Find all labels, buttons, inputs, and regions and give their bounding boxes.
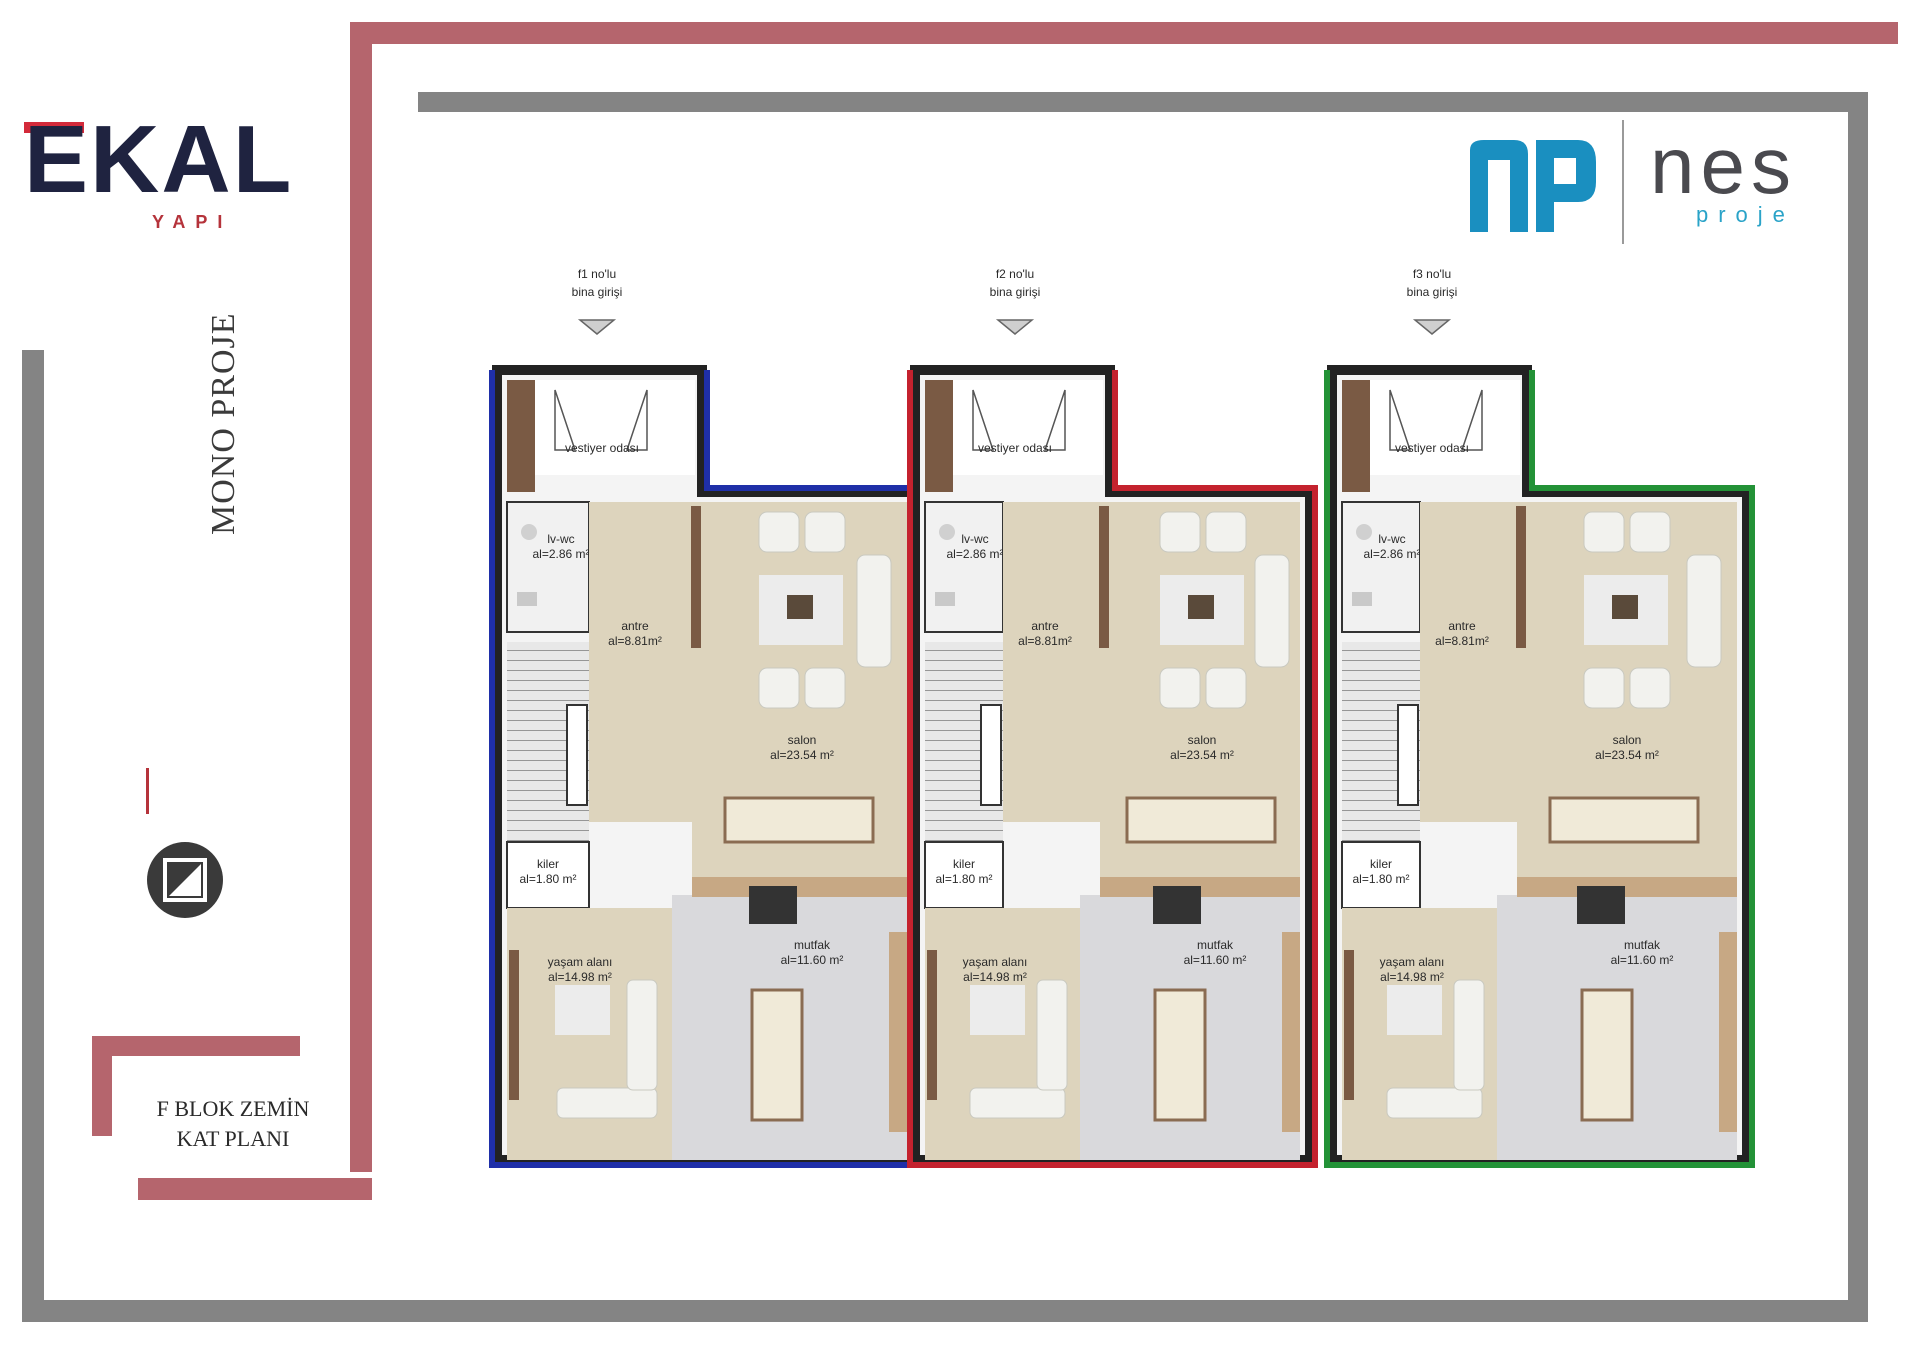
unit-outline-f2: [907, 370, 1318, 1168]
ekal-logo-word: EKAL: [24, 106, 294, 213]
np-mark-icon: [1470, 140, 1596, 232]
room-yasam-area: al=14.98 m²: [548, 970, 612, 984]
room-vestiyer-f2: vestiyer odası: [978, 441, 1052, 455]
room-mutfak-area: al=11.60 m²: [781, 953, 844, 967]
room-lv-wc-area-f3: al=2.86 m²: [1363, 547, 1420, 561]
room-mutfak: mutfak: [794, 938, 831, 952]
entrance-arrow-f3: [1412, 319, 1452, 335]
ekal-logo-stripe: [24, 122, 84, 133]
room-lv-wc: lv-wc: [547, 532, 574, 546]
room-antre-area-f2: al=8.81m²: [1018, 634, 1072, 648]
room-salon-area: al=23.54 m²: [770, 748, 834, 762]
room-vestiyer: vestiyer odası: [565, 441, 639, 455]
nes-proje-logo: nes proje: [1470, 120, 1860, 250]
frame-title-red-left: [92, 1036, 112, 1136]
ekal-logo: EKAL YAPI: [24, 112, 344, 232]
unit-outline-f3: [1324, 370, 1755, 1168]
room-salon-area-f3: al=23.54 m²: [1595, 748, 1659, 762]
mono-proje-text: MONO PROJE: [205, 312, 242, 535]
frame-bottom-red: [138, 1178, 372, 1200]
room-antre-f3: antre: [1448, 619, 1476, 633]
frame-bottom-gray: [22, 1300, 1868, 1322]
room-mutfak-area-f2: al=11.60 m²: [1184, 953, 1247, 967]
room-kiler-f3: kiler: [1370, 857, 1392, 871]
room-salon-f3: salon: [1613, 733, 1642, 747]
room-salon-f2: salon: [1188, 733, 1217, 747]
room-antre-f2: antre: [1031, 619, 1059, 633]
plan-title: F BLOK ZEMİN KAT PLANI: [118, 1094, 348, 1154]
frame-left-gray: [22, 350, 44, 1322]
mono-proje-line: [146, 768, 149, 814]
room-antre-area: al=8.81m²: [608, 634, 662, 648]
room-yasam-area-f2: al=14.98 m²: [963, 970, 1027, 984]
room-antre: antre: [621, 619, 649, 633]
room-lv-wc-f3: lv-wc: [1378, 532, 1405, 546]
plan-title-line-2: KAT PLANI: [176, 1126, 290, 1151]
mono-proje-logo-icon: [147, 842, 223, 918]
room-kiler-area: al=1.80 m²: [519, 872, 576, 886]
room-lv-wc-area-f2: al=2.86 m²: [946, 547, 1003, 561]
room-kiler-area-f3: al=1.80 m²: [1352, 872, 1409, 886]
room-kiler-f2: kiler: [953, 857, 975, 871]
room-salon-area-f2: al=23.54 m²: [1170, 748, 1234, 762]
frame-top-gray: [418, 92, 1868, 112]
room-mutfak-f3: mutfak: [1624, 938, 1661, 952]
plan-title-line-1: F BLOK ZEMİN: [156, 1096, 310, 1121]
room-mutfak-f2: mutfak: [1197, 938, 1234, 952]
entrance-arrow-f2: [995, 319, 1035, 335]
ekal-logo-tagline: YAPI: [152, 212, 233, 232]
entrance-arrow-f1: [577, 319, 617, 335]
np-separator: [1622, 120, 1624, 244]
frame-top-red: [350, 22, 1898, 44]
frame-title-red-top: [92, 1036, 300, 1056]
room-lv-wc-f2: lv-wc: [961, 532, 988, 546]
room-yasam-area-f3: al=14.98 m²: [1380, 970, 1444, 984]
nes-logo-word: nes: [1650, 121, 1797, 210]
room-lv-wc-area: al=2.86 m²: [532, 547, 589, 561]
room-vestiyer-f3: vestiyer odası: [1395, 441, 1469, 455]
frame-left-red: [350, 22, 372, 1172]
room-yasam-f2: yaşam alanı: [963, 955, 1028, 969]
room-kiler: kiler: [537, 857, 559, 871]
room-mutfak-area-f3: al=11.60 m²: [1611, 953, 1674, 967]
room-yasam: yaşam alanı: [548, 955, 613, 969]
room-yasam-f3: yaşam alanı: [1380, 955, 1445, 969]
room-antre-area-f3: al=8.81m²: [1435, 634, 1489, 648]
frame-right-gray: [1848, 92, 1868, 1310]
room-salon: salon: [788, 733, 817, 747]
nes-logo-sub: proje: [1696, 202, 1795, 227]
room-kiler-area-f2: al=1.80 m²: [935, 872, 992, 886]
